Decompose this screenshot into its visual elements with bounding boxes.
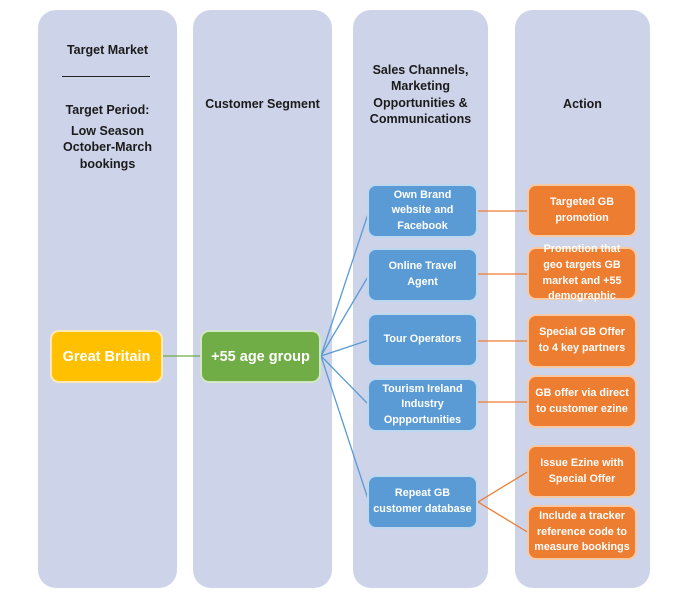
node-tour-operators: Tour Operators [367, 313, 478, 367]
node-issue-ezine: Issue Ezine with Special Offer [527, 445, 637, 498]
node-own-brand-website: Own Brand website and Facebook [367, 184, 478, 238]
node-gb-offer-ezine: GB offer via direct to customer ezine [527, 375, 637, 428]
action-title: Action [563, 97, 602, 111]
customer-segment-title: Customer Segment [205, 97, 320, 111]
panel-target-market: Target Market Target Period: Low Season … [38, 10, 177, 588]
divider-line [62, 76, 150, 77]
target-period-body: Low Season October-March bookings [63, 124, 152, 171]
node-great-britain: Great Britain [50, 330, 163, 383]
node-geo-targets-promotion: Promotion that geo targets GB market and… [527, 243, 637, 302]
target-period-label: Target Period: [65, 103, 150, 117]
node-55-age-group: +55 age group [200, 330, 321, 383]
sales-channels-title: Sales Channels, Marketing Opportunities … [369, 63, 472, 126]
node-special-gb-offer: Special GB Offer to 4 key partners [527, 314, 637, 368]
node-repeat-gb-customer-database: Repeat GB customer database [367, 475, 478, 529]
target-market-title: Target Market [66, 43, 149, 57]
node-tracker-reference-code: Include a tracker reference code to meas… [527, 505, 637, 560]
node-targeted-gb-promotion: Targeted GB promotion [527, 184, 637, 237]
node-tourism-ireland: Tourism Ireland Industry Oppportunities [367, 378, 478, 432]
panel-customer-segment: Customer Segment [193, 10, 332, 588]
node-online-travel-agent: Online Travel Agent [367, 248, 478, 302]
